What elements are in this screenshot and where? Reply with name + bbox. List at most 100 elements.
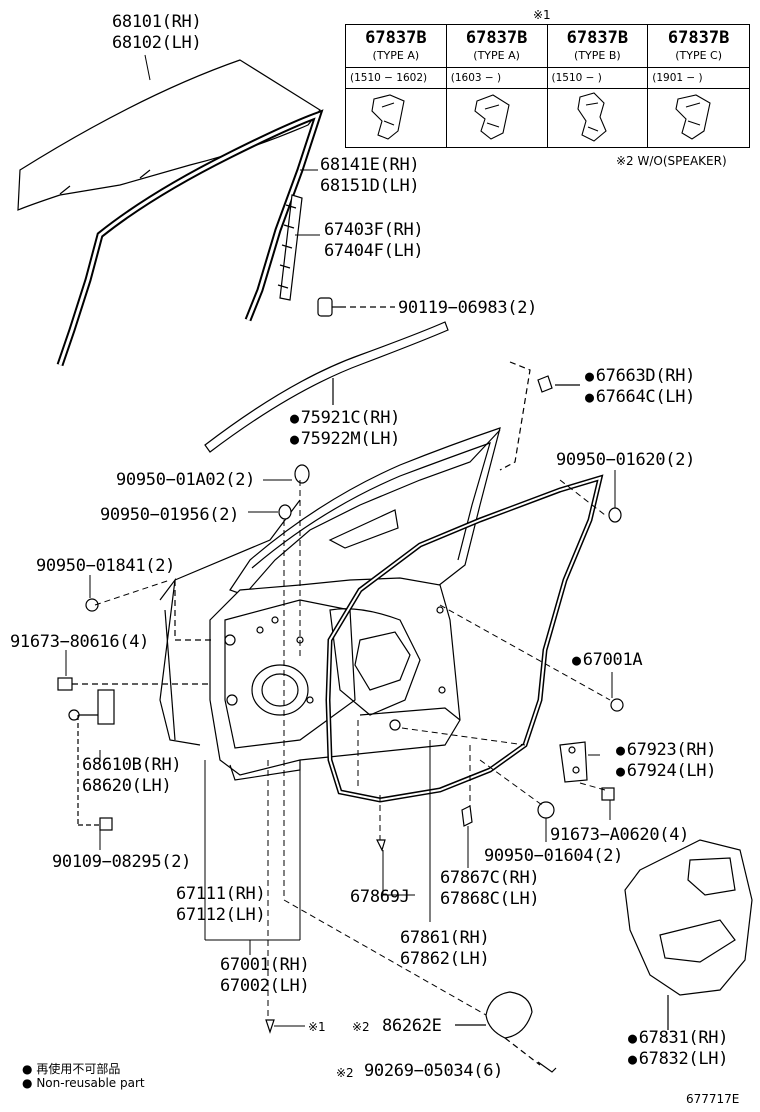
legend-english-text: Non-reusable part [36, 1076, 145, 1090]
label-67111: 67111(RH) [176, 884, 266, 904]
label-67868c: 67868C(LH) [440, 889, 540, 909]
legend-japanese-text: 再使用不可部品 [36, 1062, 121, 1076]
label-90109: 90109−08295(2) [52, 852, 192, 872]
label-67862: 67862(LH) [400, 949, 490, 969]
variant-type: (TYPE B) [574, 49, 621, 62]
clips-grommets-drawing [85, 464, 624, 1034]
door-check-drawing [559, 741, 615, 801]
clip-67663d-drawing [499, 361, 580, 471]
nonreusable-mark: ● [290, 430, 299, 448]
bolt-90119-drawing [317, 297, 395, 317]
label-68141e: 68141E(RH) [320, 155, 420, 175]
label-68102: 68102(LH) [112, 33, 202, 53]
nonreusable-mark: ● [616, 762, 625, 780]
label-67867c: 67867C(RH) [440, 868, 540, 888]
part-number: 67001A [582, 650, 643, 670]
variant-date-range: (1510 − 1602) [346, 67, 446, 89]
label-75921c: ●75921C(RH) [290, 408, 400, 428]
clip-variant-icon [371, 94, 405, 140]
variant-type: (TYPE A) [372, 49, 420, 62]
label-90950-01a02: 90950−01A02(2) [116, 470, 256, 490]
variant-type: (TYPE A) [473, 49, 520, 62]
variant-cell: 67837B (TYPE A) (1603 − ) [446, 25, 548, 147]
variant-part-number: 67837B [365, 28, 427, 48]
clip-variant-icon [576, 92, 607, 142]
speaker-note: ※2 W/O(SPEAKER) [616, 154, 727, 168]
variant-date-range: (1510 − ) [547, 67, 648, 89]
label-67001: 67001(RH) [220, 955, 310, 975]
label-68101: 68101(RH) [112, 12, 202, 32]
nonreusable-mark: ● [290, 409, 299, 427]
clip-variant-icon [474, 94, 510, 140]
label-67832: ●67832(LH) [628, 1049, 728, 1069]
variant-date-range: (1603 − ) [446, 67, 547, 89]
part-number: 67663D(RH) [595, 366, 696, 386]
speaker-cover-drawing [455, 991, 557, 1073]
label-75922m: ●75922M(LH) [290, 429, 400, 449]
label-68620: 68620(LH) [82, 776, 172, 796]
label-90950-01841: 90950−01841(2) [36, 556, 176, 576]
variant-part-number: 67837B [465, 28, 528, 48]
label-90269: 90269−05034(6) [364, 1061, 504, 1081]
nonreusable-mark: ● [628, 1029, 637, 1047]
label-67404f: 67404F(LH) [324, 241, 424, 261]
label-67001a: ●67001A [572, 650, 643, 670]
label-91673-80616: 91673−80616(4) [10, 632, 150, 652]
nonreusable-mark: ● [585, 367, 594, 385]
legend-bullet: ● [22, 1076, 33, 1090]
nonreusable-mark: ● [616, 741, 625, 759]
label-67403f: 67403F(RH) [324, 220, 424, 240]
variant-cell: 67837B (TYPE B) (1510 − ) [547, 25, 649, 147]
nonreusable-mark: ● [628, 1050, 637, 1068]
label-67923: ●67923(RH) [616, 740, 716, 760]
clip-variant-icon [675, 94, 711, 140]
legend-bullet: ● [22, 1062, 33, 1076]
variant-date-range: (1901 − ) [648, 67, 749, 89]
part-number: 75922M(LH) [300, 429, 401, 449]
note-mark-2a: ※2 [352, 1020, 370, 1034]
note-mark-2b: ※2 [336, 1066, 354, 1080]
door-glass-drawing [17, 59, 321, 211]
label-91673-a0620: 91673−A0620(4) [550, 825, 690, 845]
label-68610b: 68610B(RH) [82, 755, 182, 775]
part-number: 67832(LH) [638, 1049, 729, 1069]
label-67831: ●67831(RH) [628, 1028, 728, 1048]
part-number: 75921C(RH) [300, 408, 401, 428]
service-hole-cover-drawing [624, 839, 753, 1030]
label-67112: 67112(LH) [176, 905, 266, 925]
variant-part-number: 67837B [667, 28, 730, 48]
label-68151d: 68151D(LH) [320, 176, 420, 196]
variant-part-number: 67837B [566, 28, 629, 48]
hinge-drawing [57, 677, 210, 831]
label-67002: 67002(LH) [220, 976, 310, 996]
glass-run-drawing [56, 109, 324, 367]
note-mark-1: ※1 [308, 1020, 326, 1034]
belt-moulding-drawing [204, 321, 449, 453]
nonreusable-mark: ● [572, 651, 581, 669]
legend-japanese: ● 再使用不可部品 [22, 1060, 120, 1077]
variant-table: 67837B (TYPE A) (1510 − 1602) 67837B (TY… [345, 24, 750, 148]
label-90950-01956: 90950−01956(2) [100, 505, 240, 525]
label-67664c: ●67664C(LH) [585, 387, 695, 407]
label-67861: 67861(RH) [400, 928, 490, 948]
leader-lines [65, 54, 616, 1027]
label-86262e: 86262E [382, 1016, 442, 1036]
door-panel-drawing [209, 427, 501, 781]
variant-type: (TYPE C) [675, 49, 723, 62]
legend-english: ● Non-reusable part [22, 1076, 145, 1090]
division-bar-drawing [277, 194, 303, 301]
part-number: 67923(RH) [626, 740, 717, 760]
part-number: 67664C(LH) [595, 387, 696, 407]
variant-cell: 67837B (TYPE C) (1901 − ) [648, 25, 749, 147]
label-90950-01620: 90950−01620(2) [556, 450, 696, 470]
label-67869j: 67869J [350, 887, 410, 907]
nonreusable-mark: ● [585, 388, 594, 406]
label-67663d: ●67663D(RH) [585, 366, 695, 386]
figure-id: 677717E [686, 1092, 740, 1106]
part-number: 67831(RH) [638, 1028, 729, 1048]
weatherstrip-drawing [325, 474, 604, 803]
variant-cell: 67837B (TYPE A) (1510 − 1602) [346, 25, 447, 147]
label-67924: ●67924(LH) [616, 761, 716, 781]
label-90950-01604: 90950−01604(2) [484, 846, 624, 866]
